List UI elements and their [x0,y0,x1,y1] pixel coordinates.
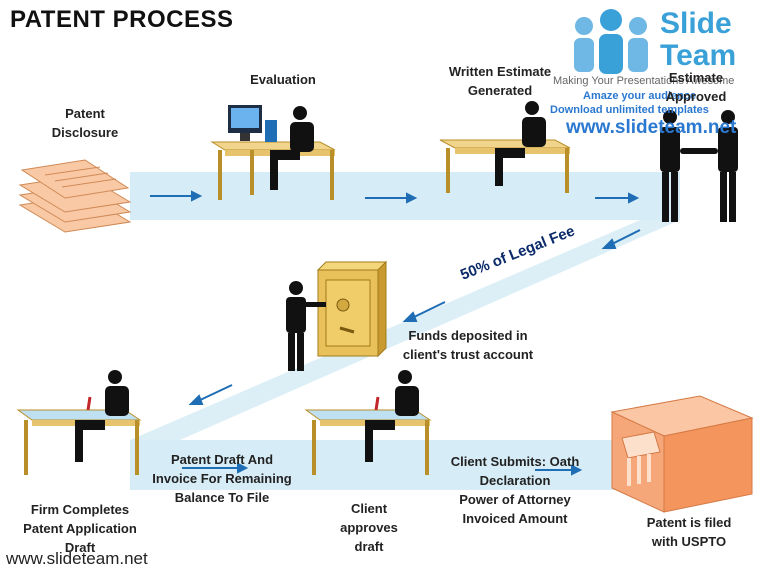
slideteam-logo-icon [566,6,656,76]
label-patent-filed: Patent is filed with USPTO [630,513,748,551]
label-patent-draft: Patent Draft And Invoice For Remaining B… [146,450,298,507]
label-patent-disclosure: Patent Disclosure [30,104,140,142]
documents-icon [20,160,130,232]
firm-desk [18,370,140,475]
band-top [130,172,680,220]
label-client-approves: Client approves draft [328,499,410,556]
safe-icon [318,262,386,356]
brand-url: www.slideteam.net [566,117,736,139]
label-estimate-approved: Estimate Approved [656,68,736,106]
label-funds-deposited: Funds deposited in client's trust accoun… [388,326,548,364]
label-written-estimate: Written Estimate Generated [430,62,570,100]
brand-name-line1: Slide [660,8,732,40]
uspto-building-icon [612,396,752,512]
footer-url: www.slideteam.net [6,549,148,569]
label-evaluation: Evaluation [228,70,338,89]
label-client-submits: Client Submits: Oath Declaration Power o… [432,452,598,528]
